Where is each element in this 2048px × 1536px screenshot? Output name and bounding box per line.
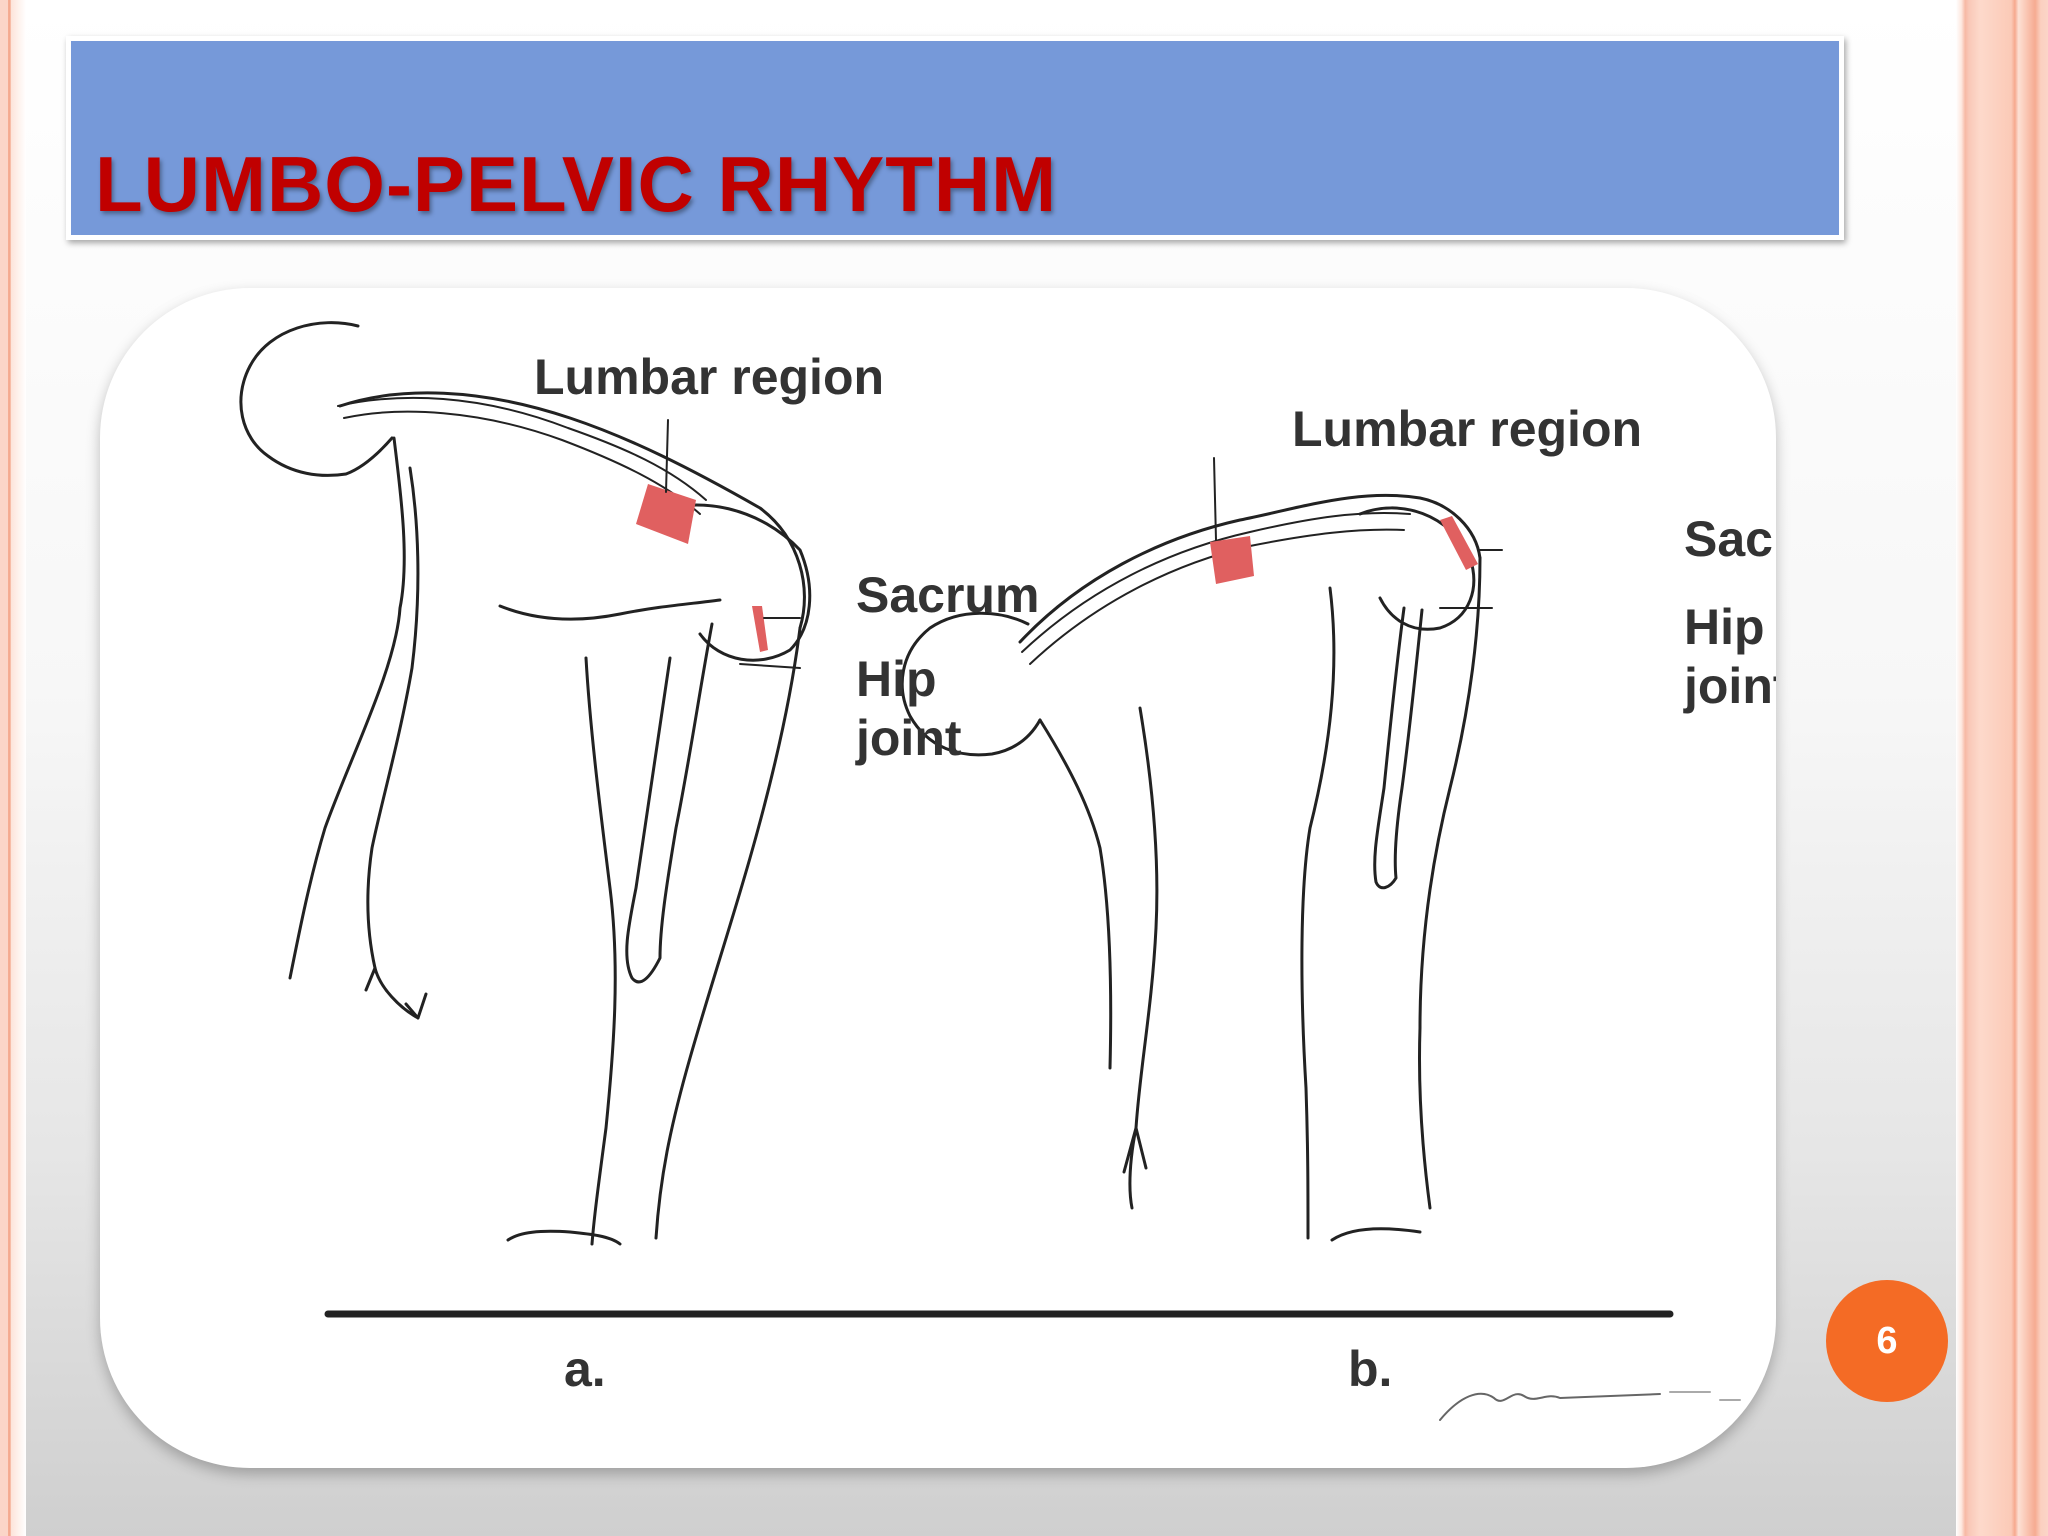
figure-a-back: [338, 391, 806, 630]
figure-a-lumbar-highlight: [636, 484, 696, 544]
figure-a-pelvis: [646, 503, 812, 662]
figure-a-back-leg: [654, 626, 802, 1240]
figure-a-foot: [506, 1229, 622, 1246]
figure-b-back-leg: [1418, 556, 1482, 1210]
panel-b-caption: b.: [1348, 1341, 1393, 1397]
figure-a-head: [239, 321, 394, 477]
figure-b-femur: [1373, 606, 1424, 890]
panel-a-sacrum-label: Sacrum: [856, 567, 1040, 623]
figure-a-lumbar-pointer: [665, 419, 669, 493]
page-number-badge: 6: [1826, 1280, 1948, 1402]
slide-title: LUMBO-PELVIC RHYTHM: [95, 140, 1058, 228]
figure-a-spine: [337, 396, 707, 501]
bending-figures-illustration: [239, 321, 1741, 1421]
figure-b-hand: [1122, 1126, 1148, 1210]
left-border-decoration: [0, 0, 26, 1536]
panel-b-lumbar-label: Lumbar region: [1292, 401, 1643, 457]
panel-b-sacrum-label: Sac: [1684, 511, 1773, 567]
figure-a-arm: [366, 466, 420, 970]
figure-b-foot: [1330, 1227, 1422, 1242]
figure-a-front-leg: [584, 656, 617, 1246]
figure-a-hip-pointer: [739, 663, 801, 669]
figure-b-spine: [1021, 511, 1411, 653]
panel-b-hip-joint-label: Hip joint: [1684, 599, 1776, 714]
figure-a-abdomen: [498, 598, 722, 621]
figure-a-femur: [625, 622, 714, 984]
figure-a-sacrum-highlight: [752, 606, 768, 652]
artist-signature: [1439, 1392, 1661, 1421]
artist-signature-dashes: [1669, 1391, 1741, 1401]
title-bar: LUMBO-PELVIC RHYTHM: [66, 36, 1844, 240]
panel-a-hip-joint-label: Hip joint: [856, 651, 962, 766]
figure-b-head: [900, 611, 1042, 757]
figure-b-lumbar-highlight: [1210, 536, 1254, 584]
figure-b-sacrum-highlight: [1440, 516, 1478, 570]
panel-a-caption: a.: [564, 1341, 606, 1397]
figure-b-torso: [1038, 718, 1113, 1070]
right-border-decoration: [1956, 0, 2048, 1536]
figure-b-back: [1018, 493, 1482, 644]
figure-panel: Lumbar region Sacrum Hip joint a. Lumbar…: [100, 288, 1776, 1468]
figure-a-spine-inner: [343, 410, 701, 515]
figure-a-front-torso: [288, 436, 406, 980]
figure-b-arm: [1134, 706, 1159, 1130]
figure-b-pelvis: [1358, 506, 1476, 631]
figure-b-front-leg: [1300, 586, 1336, 1240]
panel-a-lumbar-label: Lumbar region: [534, 349, 885, 405]
figure-b-lumbar-pointer: [1213, 457, 1217, 541]
figure-a-drawing: [239, 321, 812, 1246]
figure-a-hand: [364, 966, 428, 1020]
figure-b-drawing: [900, 457, 1503, 1242]
